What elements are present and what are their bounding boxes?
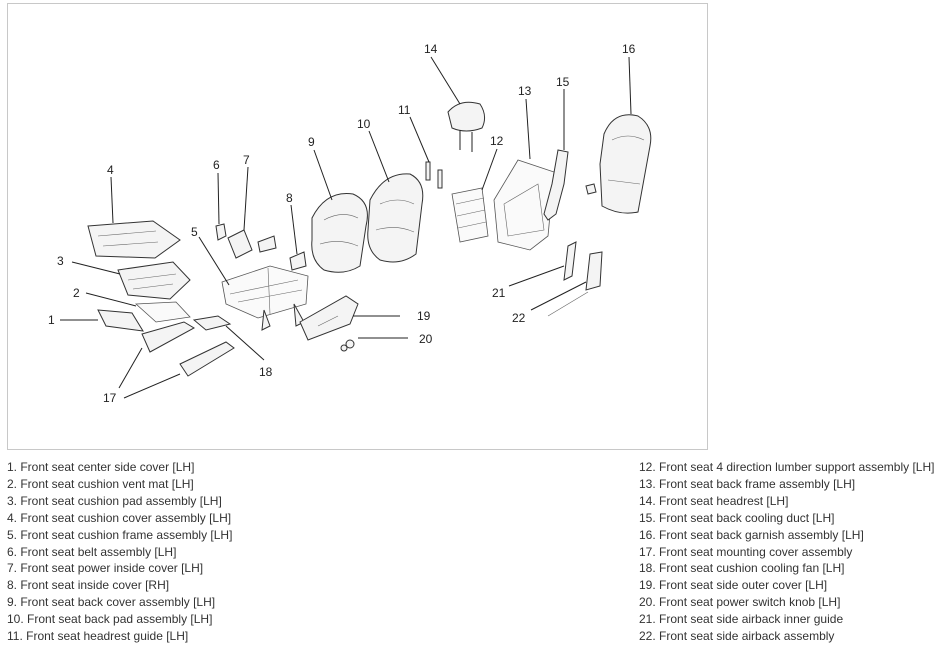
part-power-inside-cover bbox=[227, 229, 253, 259]
callout-12: 12 bbox=[490, 134, 504, 148]
callout-17: 17 bbox=[103, 391, 117, 405]
part-back-pad bbox=[367, 173, 424, 263]
part-side-airbag bbox=[585, 251, 603, 291]
part-back-frame bbox=[493, 159, 555, 251]
legend-item: 1. Front seat center side cover [LH] bbox=[7, 460, 195, 474]
part-side-outer-cover bbox=[299, 295, 359, 341]
callout-numbers: 1 2 3 4 5 6 7 8 9 10 11 12 13 14 15 16 1… bbox=[48, 42, 636, 405]
legend-item: 3. Front seat cushion pad assembly [LH] bbox=[7, 493, 222, 508]
part-seat-belt bbox=[215, 223, 227, 241]
legend-item: 22. Front seat side airback assembly bbox=[639, 629, 835, 644]
part-cushion-frame bbox=[221, 265, 309, 319]
callout-1: 1 bbox=[48, 313, 55, 327]
callout-6: 6 bbox=[213, 158, 220, 172]
part-power-switch-knob bbox=[345, 339, 355, 349]
legend-item: 16. Front seat back garnish assembly [LH… bbox=[639, 527, 864, 542]
legend-item: 6. Front seat belt assembly [LH] bbox=[7, 544, 177, 559]
callout-13: 13 bbox=[518, 84, 532, 98]
legend-item: 15. Front seat back cooling duct [LH] bbox=[639, 510, 835, 525]
legend-item: 9. Front seat back cover assembly [LH] bbox=[7, 595, 216, 610]
callout-18: 18 bbox=[259, 365, 273, 379]
part-cushion-vent-mat bbox=[135, 301, 191, 323]
part-cushion-cover bbox=[87, 220, 181, 259]
legend-item: 13. Front seat back frame assembly [LH] bbox=[639, 476, 856, 491]
diagram-canvas: 1 2 3 4 5 6 7 8 9 10 11 12 13 14 15 16 1… bbox=[48, 42, 652, 405]
part-headrest-guide bbox=[425, 161, 431, 181]
legend-item: 12. Front seat 4 direction lumber suppor… bbox=[639, 460, 935, 474]
callout-20: 20 bbox=[419, 332, 433, 346]
legend-item: 21. Front seat side airback inner guide bbox=[639, 612, 844, 627]
leader-lines bbox=[60, 56, 632, 399]
callout-9: 9 bbox=[308, 135, 315, 149]
callout-3: 3 bbox=[57, 254, 64, 268]
part-back-cover bbox=[311, 193, 368, 273]
part-inside-cover-a bbox=[257, 235, 277, 253]
legend-item: 5. Front seat cushion frame assembly [LH… bbox=[7, 527, 233, 542]
part-cushion-cooling-fan bbox=[192, 315, 232, 331]
legend-item: 2. Front seat cushion vent mat [LH] bbox=[7, 476, 194, 491]
legend-item: 4. Front seat cushion cover assembly [LH… bbox=[7, 510, 232, 525]
callout-10: 10 bbox=[357, 117, 371, 131]
legend-item: 11. Front seat headrest guide [LH] bbox=[7, 629, 189, 644]
callout-5: 5 bbox=[191, 225, 198, 239]
callout-2: 2 bbox=[73, 286, 80, 300]
part-headrest bbox=[447, 101, 486, 132]
legend-item: 14. Front seat headrest [LH] bbox=[639, 493, 789, 508]
callout-14: 14 bbox=[424, 42, 438, 56]
part-center-side-cover bbox=[97, 309, 144, 332]
callout-7: 7 bbox=[243, 153, 250, 167]
part-lumbar-support bbox=[451, 187, 489, 243]
exploded-parts-diagram: 1 2 3 4 5 6 7 8 9 10 11 12 13 14 15 16 1… bbox=[7, 3, 708, 450]
callout-16: 16 bbox=[622, 42, 636, 56]
part-back-garnish bbox=[599, 114, 652, 214]
callout-11: 11 bbox=[398, 103, 411, 117]
legend-item: 17. Front seat mounting cover assembly bbox=[639, 544, 853, 559]
callout-19: 19 bbox=[417, 309, 431, 323]
legend-item: 20. Front seat power switch knob [LH] bbox=[639, 595, 841, 610]
callout-4: 4 bbox=[107, 163, 114, 177]
legend-item: 8. Front seat inside cover [RH] bbox=[7, 578, 170, 593]
part-airbag-inner-guide bbox=[563, 241, 577, 281]
legend-item: 10. Front seat back pad assembly [LH] bbox=[7, 612, 213, 627]
part-back-cooling-duct bbox=[543, 149, 569, 221]
part-drawings bbox=[87, 101, 652, 377]
part-inside-cover-b bbox=[289, 251, 307, 271]
legend-item: 19. Front seat side outer cover [LH] bbox=[639, 578, 828, 593]
callout-8: 8 bbox=[286, 191, 293, 205]
callout-15: 15 bbox=[556, 75, 570, 89]
callout-22: 22 bbox=[512, 311, 526, 325]
part-mounting-cover-b bbox=[179, 341, 235, 377]
legend-item: 7. Front seat power inside cover [LH] bbox=[7, 561, 204, 576]
part-cushion-pad bbox=[117, 261, 191, 300]
part-mounting-cover-a bbox=[141, 321, 196, 353]
legend-item: 18. Front seat cushion cooling fan [LH] bbox=[639, 561, 845, 576]
callout-21: 21 bbox=[492, 286, 506, 300]
legend-right: 12. Front seat 4 direction lumber suppor… bbox=[639, 459, 934, 645]
legend-left: 1. Front seat center side cover [LH] 2. … bbox=[7, 459, 232, 645]
